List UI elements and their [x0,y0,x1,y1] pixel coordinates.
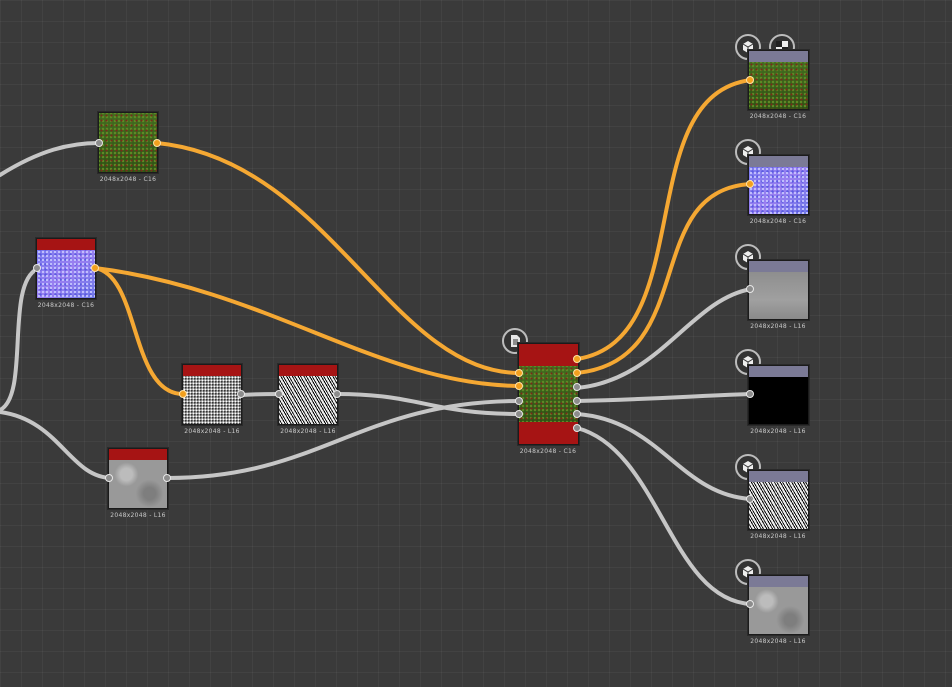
node-thumbnail [183,376,241,424]
node-header [749,471,808,482]
input-port[interactable] [746,495,754,503]
input-port[interactable] [746,600,754,608]
connection-wire[interactable] [575,182,753,375]
output-port[interactable] [573,355,581,363]
node-caption: 2048x2048 - C16 [99,176,157,183]
node-caption: 2048x2048 - L16 [184,428,240,435]
node-caption: 2048x2048 - L16 [750,428,806,435]
node-caption: 2048x2048 - L16 [750,323,806,330]
input-port[interactable] [95,139,103,147]
noise-node[interactable] [278,364,338,425]
node-header [279,365,337,376]
node-caption: 2048x2048 - C16 [749,113,807,120]
node-header [749,261,808,272]
output-port[interactable] [573,424,581,432]
node-thumbnail [749,587,808,634]
node-thumbnail [109,460,167,508]
connection-wire[interactable] [575,412,753,501]
color-source-node[interactable] [98,112,158,173]
node-caption: 2048x2048 - L16 [110,512,166,519]
connection-wire[interactable] [166,399,522,480]
output-node[interactable] [748,50,809,110]
connection-wire[interactable] [335,392,522,416]
node-thumbnail [37,250,95,298]
node-footer [519,422,578,444]
document-icon[interactable] [502,328,528,354]
input-port[interactable] [746,285,754,293]
node-caption: 2048x2048 - L16 [280,428,336,435]
grayscale-node[interactable] [108,448,168,509]
node-caption: 2048x2048 - C16 [519,448,577,455]
output-port[interactable] [153,139,161,147]
output-node[interactable] [748,575,809,635]
node-header [37,239,95,250]
output-node[interactable] [748,365,809,425]
input-port[interactable] [515,397,523,405]
input-port[interactable] [515,382,523,390]
connection-wire[interactable] [93,266,522,388]
material-blend-node[interactable] [518,343,579,445]
output-port[interactable] [573,410,581,418]
output-port[interactable] [163,474,171,482]
output-node[interactable] [748,470,809,530]
connection-wire[interactable] [575,287,753,390]
node-header [183,365,241,376]
output-port[interactable] [573,383,581,391]
input-port[interactable] [515,410,523,418]
normal-source-node[interactable] [36,238,96,299]
input-port[interactable] [746,180,754,188]
connection-wire[interactable] [575,426,753,606]
connection-wire[interactable] [93,266,185,396]
node-header [749,51,808,62]
node-thumbnail [749,167,808,214]
node-header [519,344,578,366]
connection-wire[interactable] [0,410,114,480]
input-port[interactable] [275,390,283,398]
connection-wire[interactable] [0,141,101,177]
input-port[interactable] [746,390,754,398]
node-thumbnail [519,366,578,422]
node-thumbnail [749,482,808,529]
node-header [749,156,808,167]
node-header [109,449,167,460]
node-thumbnail [749,272,808,319]
node-thumbnail [279,376,337,424]
node-header [749,366,808,377]
output-node[interactable] [748,155,809,215]
connection-wire[interactable] [575,392,753,403]
output-port[interactable] [237,390,245,398]
input-port[interactable] [179,390,187,398]
input-port[interactable] [746,76,754,84]
connection-wire[interactable] [575,78,753,361]
node-header [749,576,808,587]
output-port[interactable] [573,397,581,405]
node-thumbnail [749,62,808,109]
node-thumbnail [99,113,157,172]
node-caption: 2048x2048 - L16 [750,533,806,540]
output-port[interactable] [573,369,581,377]
connection-wire[interactable] [0,267,39,412]
node-caption: 2048x2048 - C16 [37,302,95,309]
node-caption: 2048x2048 - C16 [749,218,807,225]
node-thumbnail [749,377,808,424]
input-port[interactable] [33,264,41,272]
connection-wire[interactable] [155,141,522,375]
input-port[interactable] [105,474,113,482]
input-port[interactable] [515,369,523,377]
noise-node[interactable] [182,364,242,425]
output-port[interactable] [333,390,341,398]
node-caption: 2048x2048 - L16 [750,638,806,645]
output-node[interactable] [748,260,809,320]
cube-icon[interactable] [735,139,761,165]
output-port[interactable] [91,264,99,272]
